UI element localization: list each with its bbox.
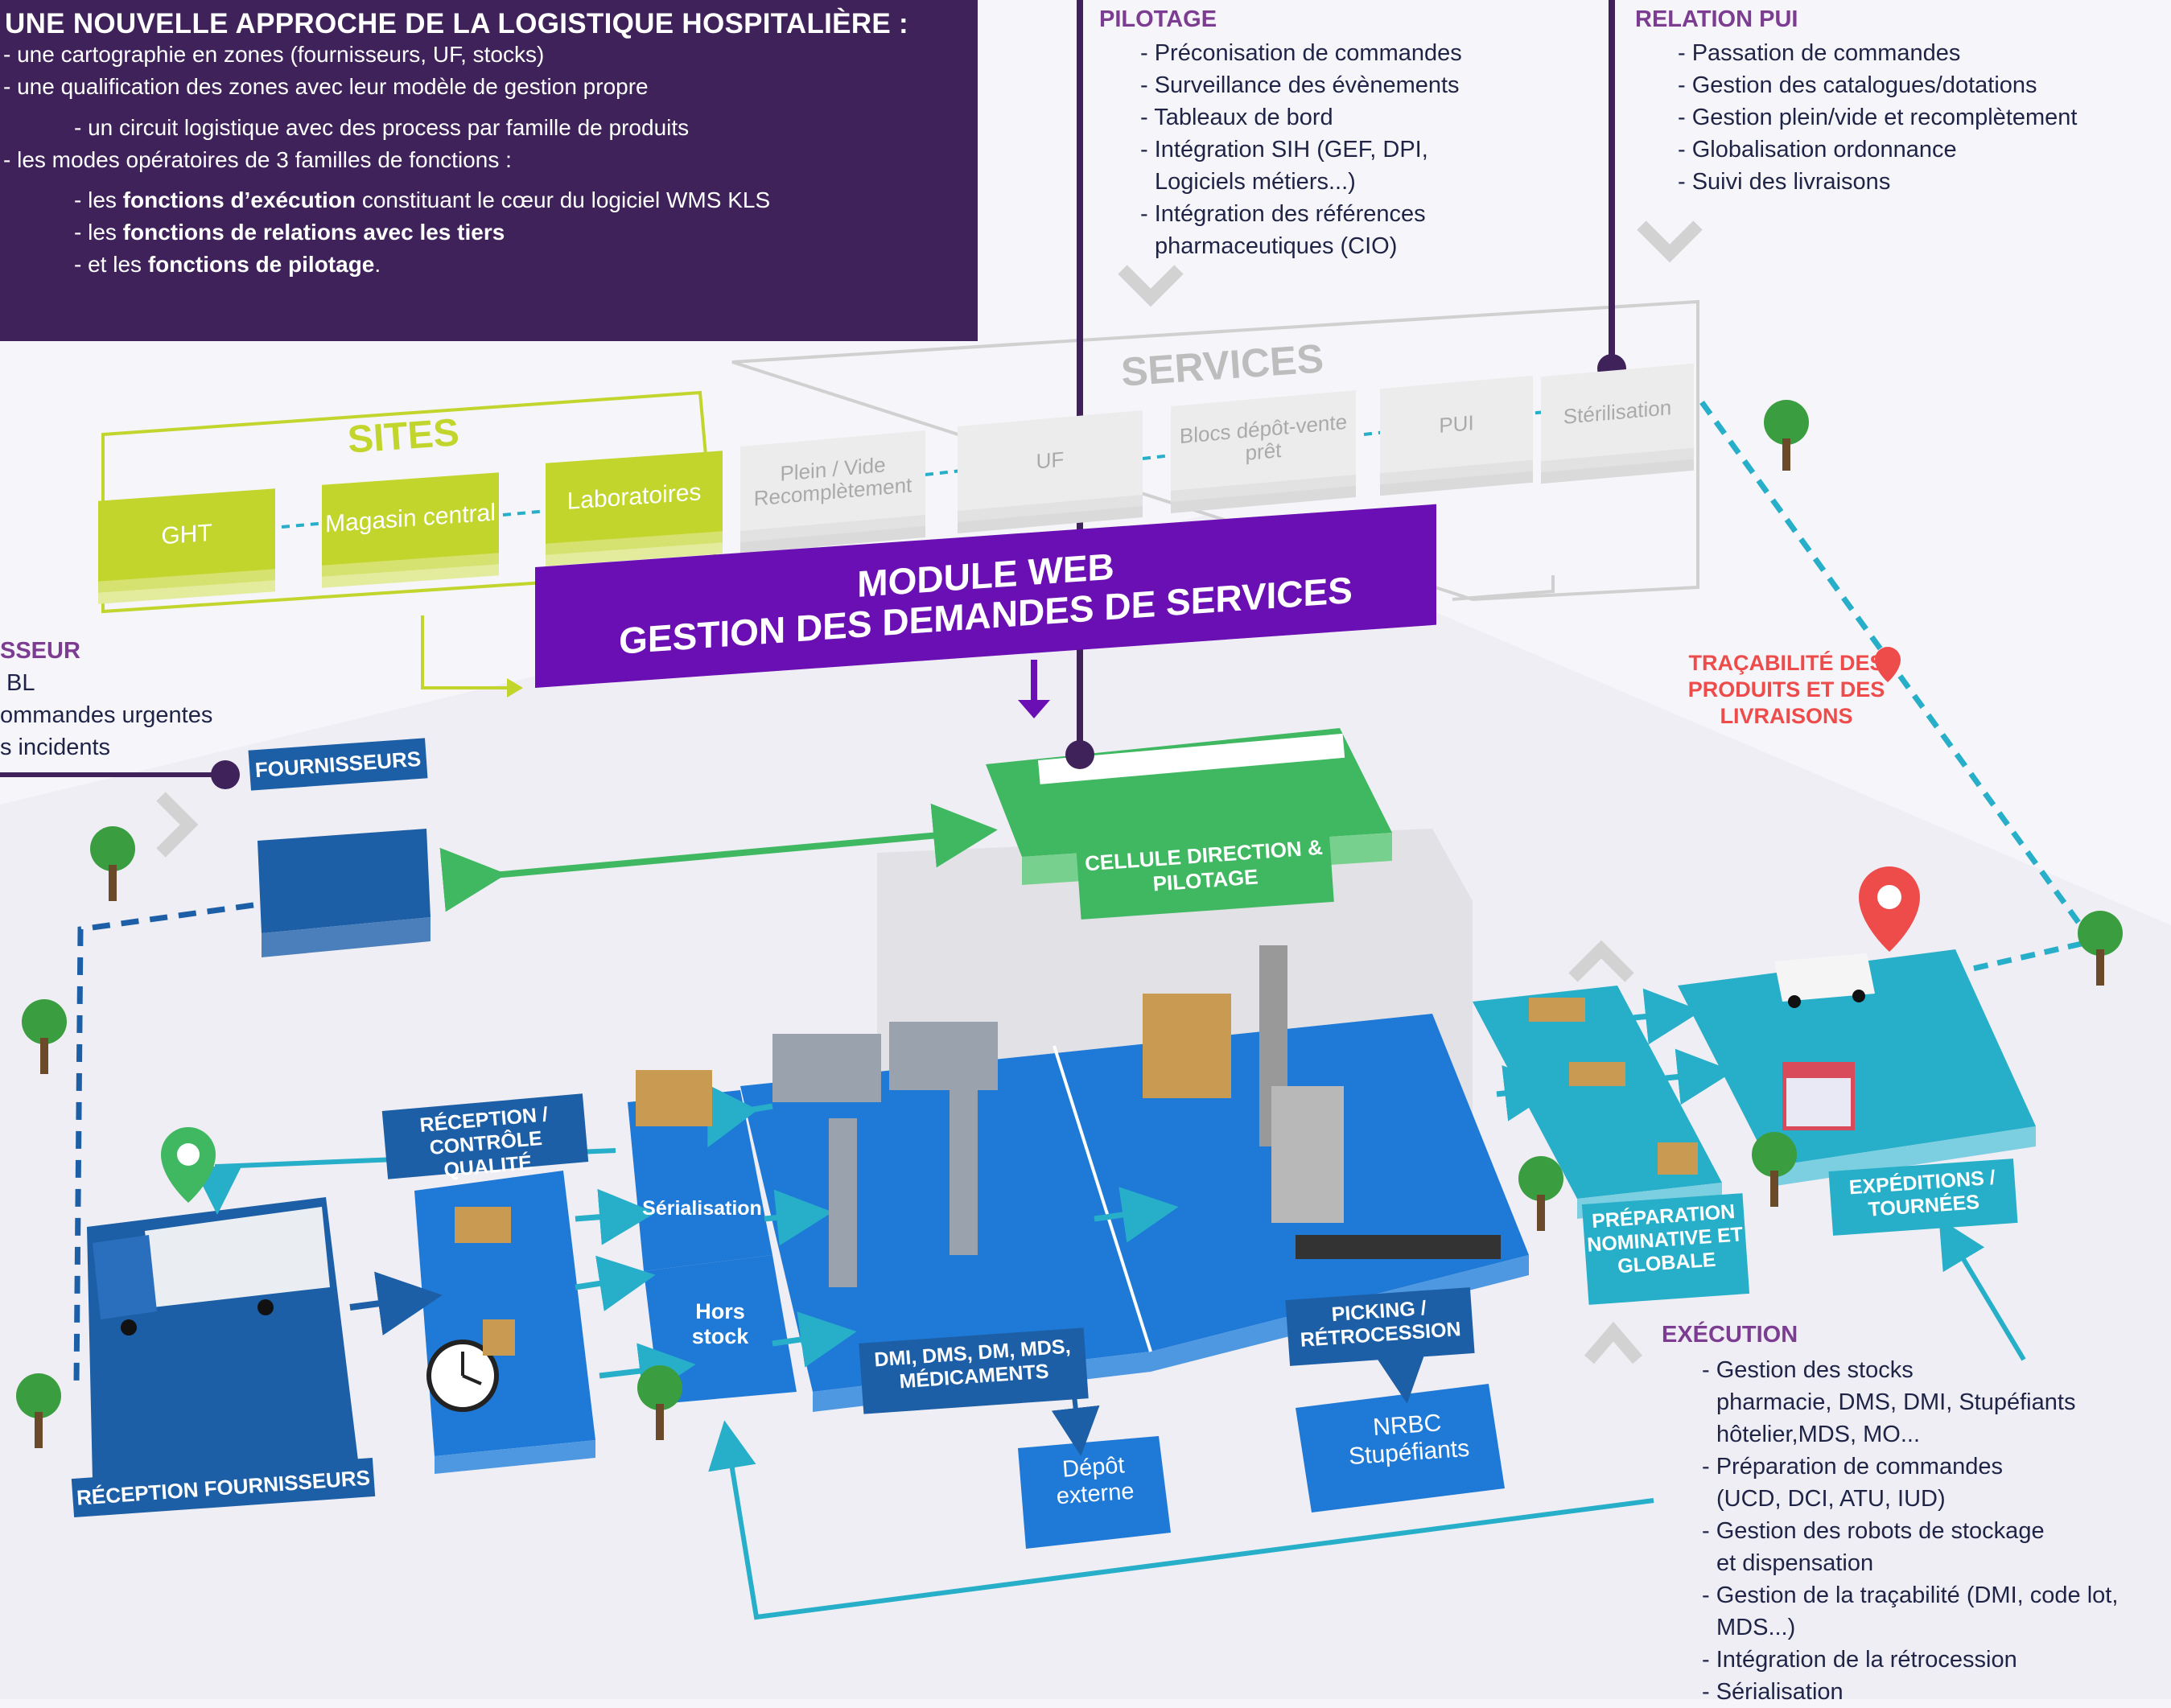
sites-title: SITES xyxy=(346,411,461,462)
depot-externe-label: Dépôt externe xyxy=(1055,1452,1135,1510)
tracabilite-label: TRAÇABILITÉ DES PRODUITS ET DES LIVRAISO… xyxy=(1687,651,1885,728)
pilotage-item: - Surveillance des évènements xyxy=(1140,72,1460,98)
execution-list: - Gestion des stocks pharmacie, DMS, DMI… xyxy=(1702,1354,2118,1708)
relation-pui-list: - Passation de commandes - Gestion des c… xyxy=(1678,37,2077,198)
serialisation-label: Sérialisation xyxy=(642,1197,762,1220)
intro-line-4: - les modes opératoires de 3 familles de… xyxy=(3,147,512,172)
clock-icon xyxy=(426,1340,499,1412)
site-laboratoires: Laboratoires xyxy=(546,451,723,544)
nrbc-label: NRBC Stupéfiants xyxy=(1348,1410,1471,1471)
execution-item: MDS...) xyxy=(1716,1615,1796,1640)
service-pui: PUI xyxy=(1380,375,1533,474)
execution-item: - Intégration de la rétrocession xyxy=(1702,1647,2017,1673)
chevron-pilotage xyxy=(1118,265,1184,307)
hors-stock-label: Hors stock xyxy=(691,1299,749,1348)
picking-label: PICKING / RÉTROCESSION xyxy=(1285,1287,1475,1366)
fournisseur-item: ommandes urgentes xyxy=(0,702,213,728)
chevron-execution xyxy=(1584,1321,1643,1364)
truck-icon xyxy=(93,1207,330,1336)
pilotage-item: - Intégration des références xyxy=(1140,201,1426,227)
shelving xyxy=(772,1022,1501,1287)
pilotage-item: Logiciels métiers...) xyxy=(1155,169,1356,195)
depot-externe-tile xyxy=(1018,1436,1171,1549)
fournisseur-title: SSEUR xyxy=(0,638,80,664)
pilotage-item: pharmaceutiques (CIO) xyxy=(1155,233,1398,259)
pilotage-item: - Préconisation de commandes xyxy=(1140,40,1462,66)
intro-panel: UNE NOUVELLE APPROCHE DE LA LOGISTIQUE H… xyxy=(0,0,978,341)
fournisseurs-tile xyxy=(257,829,430,933)
relation-item: - Globalisation ordonnance xyxy=(1678,137,1957,163)
pilotage-item: - Tableaux de bord xyxy=(1140,105,1333,130)
van-icon xyxy=(1774,953,1875,1008)
location-pin-icon xyxy=(161,647,1920,1203)
chevron-relation xyxy=(1637,220,1703,263)
nrbc-tile xyxy=(1296,1384,1505,1513)
pallet-boxes xyxy=(455,945,1698,1356)
intro-title: UNE NOUVELLE APPROCHE DE LA LOGISTIQUE H… xyxy=(5,8,909,39)
fournisseur-item: BL xyxy=(6,670,35,696)
relation-pui-title: RELATION PUI xyxy=(1635,6,1798,32)
site-ght: GHT xyxy=(98,488,275,582)
pilotage-item: - Intégration SIH (GEF, DPI, xyxy=(1140,137,1428,163)
execution-item: hôtelier,MDS, MO... xyxy=(1716,1422,1921,1447)
chevron-fournisseur xyxy=(156,792,199,858)
intro-line-7: - et les fonctions de pilotage. xyxy=(74,252,381,277)
chevron-preparation xyxy=(1568,940,1634,982)
intro-line-2: - une qualification des zones avec leur … xyxy=(3,74,649,99)
expeditions-tile xyxy=(1678,949,2036,1167)
execution-title: EXÉCUTION xyxy=(1662,1322,1798,1348)
intro-line-1: - une cartographie en zones (fournisseur… xyxy=(3,42,545,67)
execution-item: - Gestion de la traçabilité (DMI, code l… xyxy=(1702,1582,2119,1608)
execution-item: - Gestion des robots de stockage xyxy=(1702,1518,2045,1544)
site-magasin-central: Magasin central xyxy=(322,472,499,566)
intro-line-3: - un circuit logistique avec des process… xyxy=(74,115,690,140)
relation-item: - Passation de commandes xyxy=(1678,40,1961,66)
tree-icon xyxy=(16,400,2123,1448)
service-blocs: Blocs dépôt-vente prêt xyxy=(1171,389,1356,492)
relation-item: - Gestion plein/vide et recomplètement xyxy=(1678,105,2078,130)
relation-item: - Suivi des livraisons xyxy=(1678,169,1891,195)
arrow-fournisseurs-cellule xyxy=(439,803,998,912)
service-sterilisation: Stérilisation xyxy=(1541,363,1694,462)
execution-item: et dispensation xyxy=(1716,1550,1874,1576)
calendar-icon xyxy=(1782,1062,1855,1130)
pilotage-title: PILOTAGE xyxy=(1099,6,1217,32)
fournisseur-item: s incidents xyxy=(0,735,111,760)
intro-line-5: - les fonctions d’exécution constituant … xyxy=(74,187,771,212)
execution-item: - Gestion des stocks xyxy=(1702,1357,1914,1383)
intro-line-6: - les fonctions de relations avec les ti… xyxy=(74,220,505,245)
relation-item: - Gestion des catalogues/dotations xyxy=(1678,72,2037,98)
execution-item: - Préparation de commandes xyxy=(1702,1454,2003,1480)
preparation-label: PRÉPARATION NOMINATIVE ET GLOBALE xyxy=(1581,1193,1750,1305)
expeditions-label: EXPÉDITIONS / TOURNÉES xyxy=(1828,1159,2018,1236)
execution-item: (UCD, DCI, ATU, IUD) xyxy=(1716,1486,1946,1512)
service-plein-vide: Plein / Vide Recomplètement xyxy=(740,430,925,532)
dashed-link-left xyxy=(73,902,254,1385)
pilotage-list: - Préconisation de commandes - Surveilla… xyxy=(1140,37,1462,262)
execution-item: - Sérialisation xyxy=(1702,1679,1843,1705)
return-arrow xyxy=(708,1420,1654,1620)
execution-item: pharmacie, DMS, DMI, Stupéfiants xyxy=(1716,1389,2076,1415)
service-uf: UF xyxy=(958,410,1143,512)
